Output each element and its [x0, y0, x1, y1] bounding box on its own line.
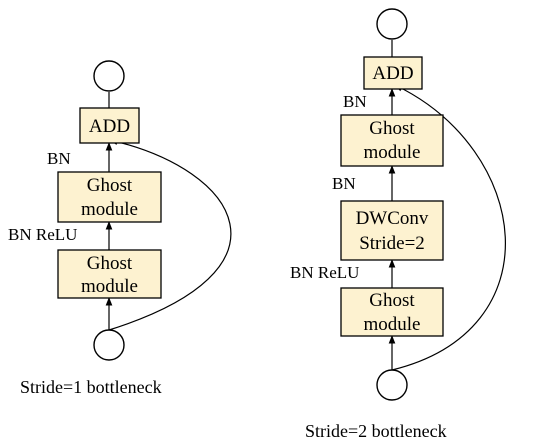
- left-bn-label: BN: [47, 149, 71, 168]
- right-ghost-module-1: [340, 287, 444, 337]
- left-skip-connection: [108, 138, 232, 331]
- right-bn-label-top: BN: [343, 92, 367, 111]
- right-dwconv-line1: DWConv: [356, 208, 429, 229]
- right-ghost2-line2: module: [364, 142, 421, 163]
- right-caption: Stride=2 bottleneck: [305, 421, 447, 441]
- right-add-label: ADD: [372, 63, 413, 84]
- right-dwconv-block: [340, 200, 444, 261]
- right-add-block: [363, 56, 423, 90]
- left-ghost-module-2: [57, 171, 162, 223]
- left-caption: Stride=1 bottleneck: [20, 377, 162, 397]
- stride1-bottleneck: ADD Ghost module Ghost module BN BN ReLU…: [8, 60, 232, 397]
- right-bn-relu-label: BN ReLU: [290, 263, 359, 282]
- left-add-label: ADD: [89, 116, 130, 137]
- left-ghost1-line1: Ghost: [87, 253, 133, 274]
- right-ghost2-line1: Ghost: [369, 118, 415, 139]
- left-ghost2-line2: module: [81, 199, 138, 220]
- right-ghost1-line2: module: [364, 314, 421, 335]
- right-bn-label-mid: BN: [332, 174, 356, 193]
- left-input-node: [93, 329, 125, 361]
- left-add-block: [79, 107, 140, 144]
- left-ghost1-line2: module: [81, 276, 138, 297]
- stride2-bottleneck: ADD Ghost module DWConv Stride=2 Ghost m…: [290, 8, 506, 441]
- right-ghost1-line1: Ghost: [369, 290, 415, 311]
- right-ghost-module-2: [340, 114, 444, 167]
- left-bn-relu-label: BN ReLU: [8, 225, 77, 244]
- left-output-node: [93, 60, 125, 92]
- left-ghost2-line1: Ghost: [87, 175, 133, 196]
- right-output-node: [376, 8, 408, 40]
- right-skip-connection: [391, 84, 506, 371]
- left-ghost-module-1: [57, 249, 162, 299]
- right-dwconv-line2: Stride=2: [359, 233, 425, 254]
- right-input-node: [376, 369, 408, 401]
